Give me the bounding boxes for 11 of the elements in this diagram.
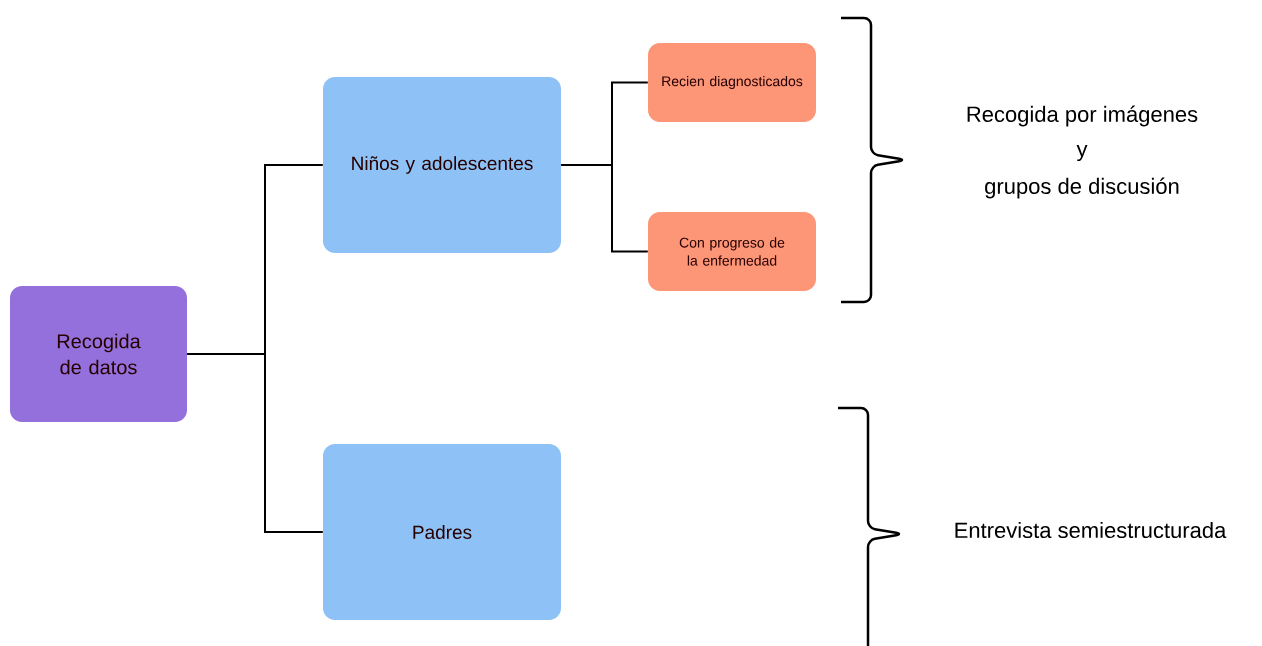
annotation-text: Recogida por imágenes	[967, 105, 1198, 127]
connector-line	[560, 164, 649, 253]
process-box: Padres	[323, 444, 561, 620]
annotation-text: Entrevista semiestructurada	[955, 521, 1227, 539]
connector-line	[186, 353, 324, 533]
annotation-text: grupos de discusión	[985, 177, 1179, 199]
process-box: Con progreso de la enfermedad	[648, 212, 816, 291]
process-box: Niños y adolescentes	[323, 77, 561, 253]
process-box: Recogida de datos	[10, 286, 187, 422]
annotation-text: y	[1076, 144, 1088, 162]
process-box: Recien diagnosticados	[648, 43, 816, 122]
